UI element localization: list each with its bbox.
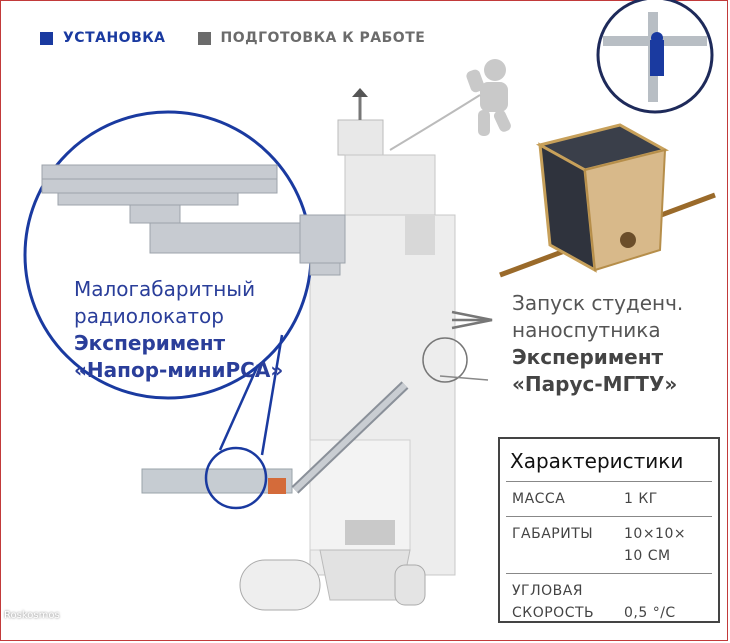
zoom-connector-left	[218, 364, 260, 451]
legend: УСТАНОВКА ПОДГОТОВКА К РАБОТЕ	[40, 30, 447, 46]
radar-caption-line3: Эксперимент	[74, 331, 226, 355]
specs-table: Характеристики МАССА 1 КГ ГАБАРИТЫ 10×10…	[498, 437, 720, 623]
cubesat-caption-line2: наноспутника	[512, 318, 661, 342]
radar-mount	[268, 478, 286, 494]
tether-line	[389, 94, 481, 151]
specs-row-mass: МАССА 1 КГ	[506, 481, 712, 516]
specs-title: Характеристики	[510, 449, 684, 473]
radar-caption-line2: радиолокатор	[74, 304, 224, 328]
specs-key: МАССА	[512, 491, 566, 507]
zoom-connector-right	[260, 334, 284, 456]
watermark: Roskosmos	[4, 610, 60, 621]
legend-preparation-swatch	[197, 31, 211, 45]
bottom-cylinder	[239, 559, 426, 611]
legend-installation-label: УСТАНОВКА	[63, 30, 166, 46]
legend-preparation-label: ПОДГОТОВКА К РАБОТЕ	[220, 30, 426, 46]
specs-value: 0,5 °/С	[624, 605, 676, 621]
specs-key: ГАБАРИТЫ	[512, 526, 594, 542]
station-module	[309, 88, 456, 601]
specs-value: 1 КГ	[624, 491, 658, 507]
specs-row-angular: УГЛОВАЯ СКОРОСТЬ 0,5 °/С	[506, 573, 712, 630]
cubesat-launch-line	[439, 375, 489, 381]
radar-location-circle	[204, 446, 268, 510]
cubesat-caption: Запуск студенч. наноспутника Эксперимент…	[512, 290, 683, 398]
specs-value: 10×10× 10 СМ	[624, 526, 687, 564]
radar-caption-line1: Малогабаритный	[74, 277, 256, 301]
station-inset	[596, 0, 714, 114]
cubesat-caption-line4: «Парус-МГТУ»	[512, 372, 678, 396]
specs-row-size: ГАБАРИТЫ 10×10× 10 СМ	[506, 516, 712, 573]
radar-caption: Малогабаритный радиолокатор Эксперимент …	[74, 276, 283, 384]
cubesat-illustration	[499, 123, 716, 278]
legend-installation-swatch	[40, 31, 53, 45]
cubesat-caption-line3: Эксперимент	[512, 345, 664, 369]
legend-preparation: ПОДГОТОВКА К РАБОТЕ	[197, 30, 426, 46]
cosmonaut-icon	[466, 59, 511, 136]
radar-caption-line4: «Напор-миниРСА»	[74, 358, 284, 382]
cubesat-location-circle	[422, 337, 468, 383]
legend-installation: УСТАНОВКА	[40, 30, 166, 46]
cubesat-caption-line1: Запуск студенч.	[512, 291, 684, 315]
radar-drawing	[41, 164, 346, 276]
specs-key: УГЛОВАЯ СКОРОСТЬ	[512, 583, 595, 621]
manipulator-arm	[291, 381, 409, 494]
